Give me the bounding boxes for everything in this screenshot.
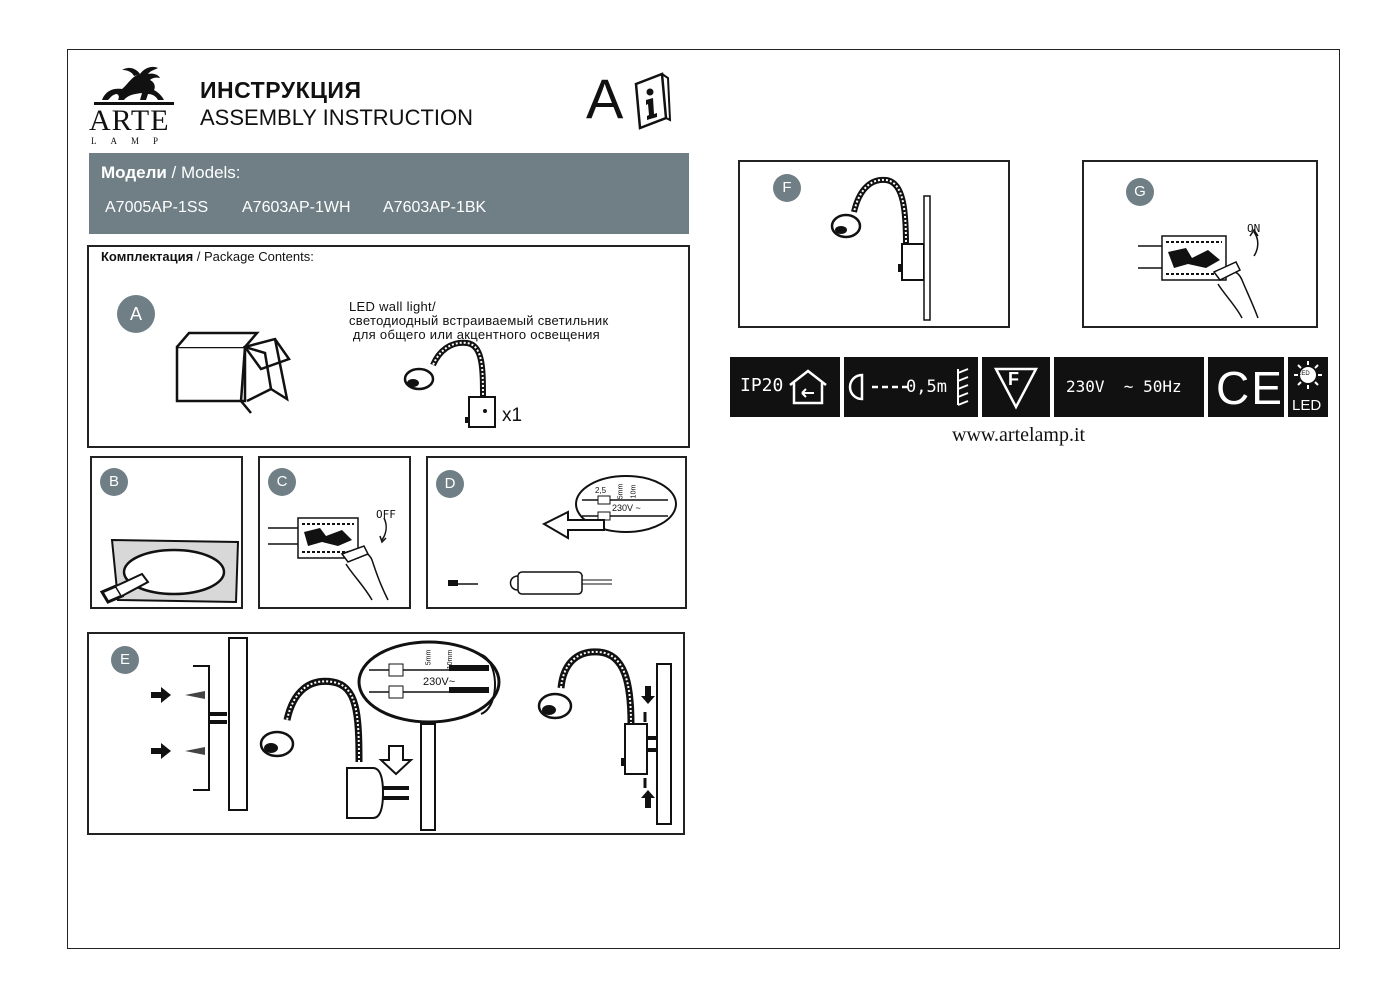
step-g-panel: G ON (1082, 160, 1318, 328)
dim-label: 5mm (425, 649, 433, 666)
distance-label: 0,5m (906, 377, 947, 397)
lamp-distance-icon (848, 373, 908, 401)
doc-mark: A (586, 67, 624, 130)
terminal-block-on-diagram (1138, 228, 1259, 319)
led-sun-icon (1294, 361, 1322, 389)
model-item: A7005AP-1SS (105, 199, 209, 216)
spec-distance: 0,5m (844, 357, 978, 417)
led-icon-label: LED (1298, 371, 1310, 377)
box-icon (175, 331, 291, 414)
ip-rating-label: IP20 (740, 375, 784, 396)
spec-ce: CE (1208, 357, 1284, 417)
package-label-ru: Комплектация (101, 249, 194, 264)
house-icon (789, 369, 827, 405)
quantity: x1 (502, 405, 523, 426)
step-f-panel: F (738, 160, 1010, 328)
models-panel: Модели / Models: A7005AP-1SS A7603AP-1WH… (89, 153, 689, 234)
dim-label: 5mm (617, 483, 625, 500)
brand-subtitle: LAMP (91, 136, 173, 146)
product-description: LED wall light/ светодиодный встраиваемы… (349, 300, 608, 342)
website-link[interactable]: www.artelamp.it (952, 424, 1086, 446)
step-c-panel: C OFF (258, 456, 411, 609)
title-ru: ИНСТРУКЦИЯ (200, 77, 362, 103)
switch-off-label: OFF (376, 508, 396, 521)
griffin-logo-icon (94, 66, 174, 105)
description-line: светодиодный встраиваемый светильник (349, 313, 609, 328)
flammable-surface-icon (993, 367, 1039, 410)
mounted-lamp-diagram (830, 176, 931, 321)
package-label-en: / Package Contents: (193, 249, 314, 264)
step-badge-e: E (111, 646, 139, 674)
package-contents-panel: Комплектация / Package Contents: A LED w… (87, 245, 690, 448)
description-line: LED wall light/ (349, 299, 436, 314)
switch-on-label: ON (1247, 222, 1261, 235)
voltage-label: 230V ~ (612, 503, 641, 513)
spec-flammable: F (982, 357, 1050, 417)
spec-ip-rating: IP20 (730, 357, 840, 417)
models-label-en: / Models: (166, 163, 241, 182)
step-badge-a: A (117, 295, 155, 333)
step-d-panel: D 2,5 5mm 10m 230V ~ (426, 456, 687, 609)
terminal-block-off-diagram (268, 517, 389, 601)
dim-label: 10m (630, 484, 638, 499)
spec-voltage: 230V ~ 50Hz (1054, 357, 1204, 417)
title-en: ASSEMBLY INSTRUCTION (200, 105, 474, 130)
dim-label: 2,5 (595, 486, 607, 495)
wall-mounting-diagram (151, 637, 672, 831)
page-frame (67, 49, 1340, 949)
flammable-label: F (1008, 369, 1019, 389)
step-e-panel: E 5mm 10mm 23 (87, 632, 685, 835)
step-b-panel: B (90, 456, 243, 609)
ceiling-cutout-diagram (99, 538, 240, 604)
package-heading: Комплектация / Package Contents: (101, 249, 314, 264)
wall-light-icon (403, 339, 496, 428)
step-badge-c: C (268, 468, 296, 496)
info-book-icon (634, 72, 672, 130)
model-item: A7603AP-1WH (242, 199, 351, 216)
dim-label: 10mm (447, 649, 455, 670)
step-badge-g: G (1126, 178, 1154, 206)
step-badge-b: B (100, 468, 128, 496)
brand-name: ARTE (89, 104, 170, 137)
ce-mark: CE (1216, 362, 1284, 414)
step-badge-d: D (436, 470, 464, 498)
voltage-rating: 230V ~ 50Hz (1066, 377, 1182, 396)
model-item: A7603AP-1BK (383, 199, 487, 216)
step-badge-f: F (773, 174, 801, 202)
voltage-label: 230V~ (423, 676, 456, 688)
driver-connection-diagram (448, 475, 677, 595)
surface-hatch-icon (957, 368, 969, 406)
spec-led: LED LED (1288, 357, 1328, 417)
led-label: LED (1292, 397, 1322, 414)
models-heading: Модели / Models: (101, 163, 241, 183)
models-label-ru: Модели (101, 163, 167, 182)
description-line: для общего или акцентного освещения (349, 327, 600, 342)
